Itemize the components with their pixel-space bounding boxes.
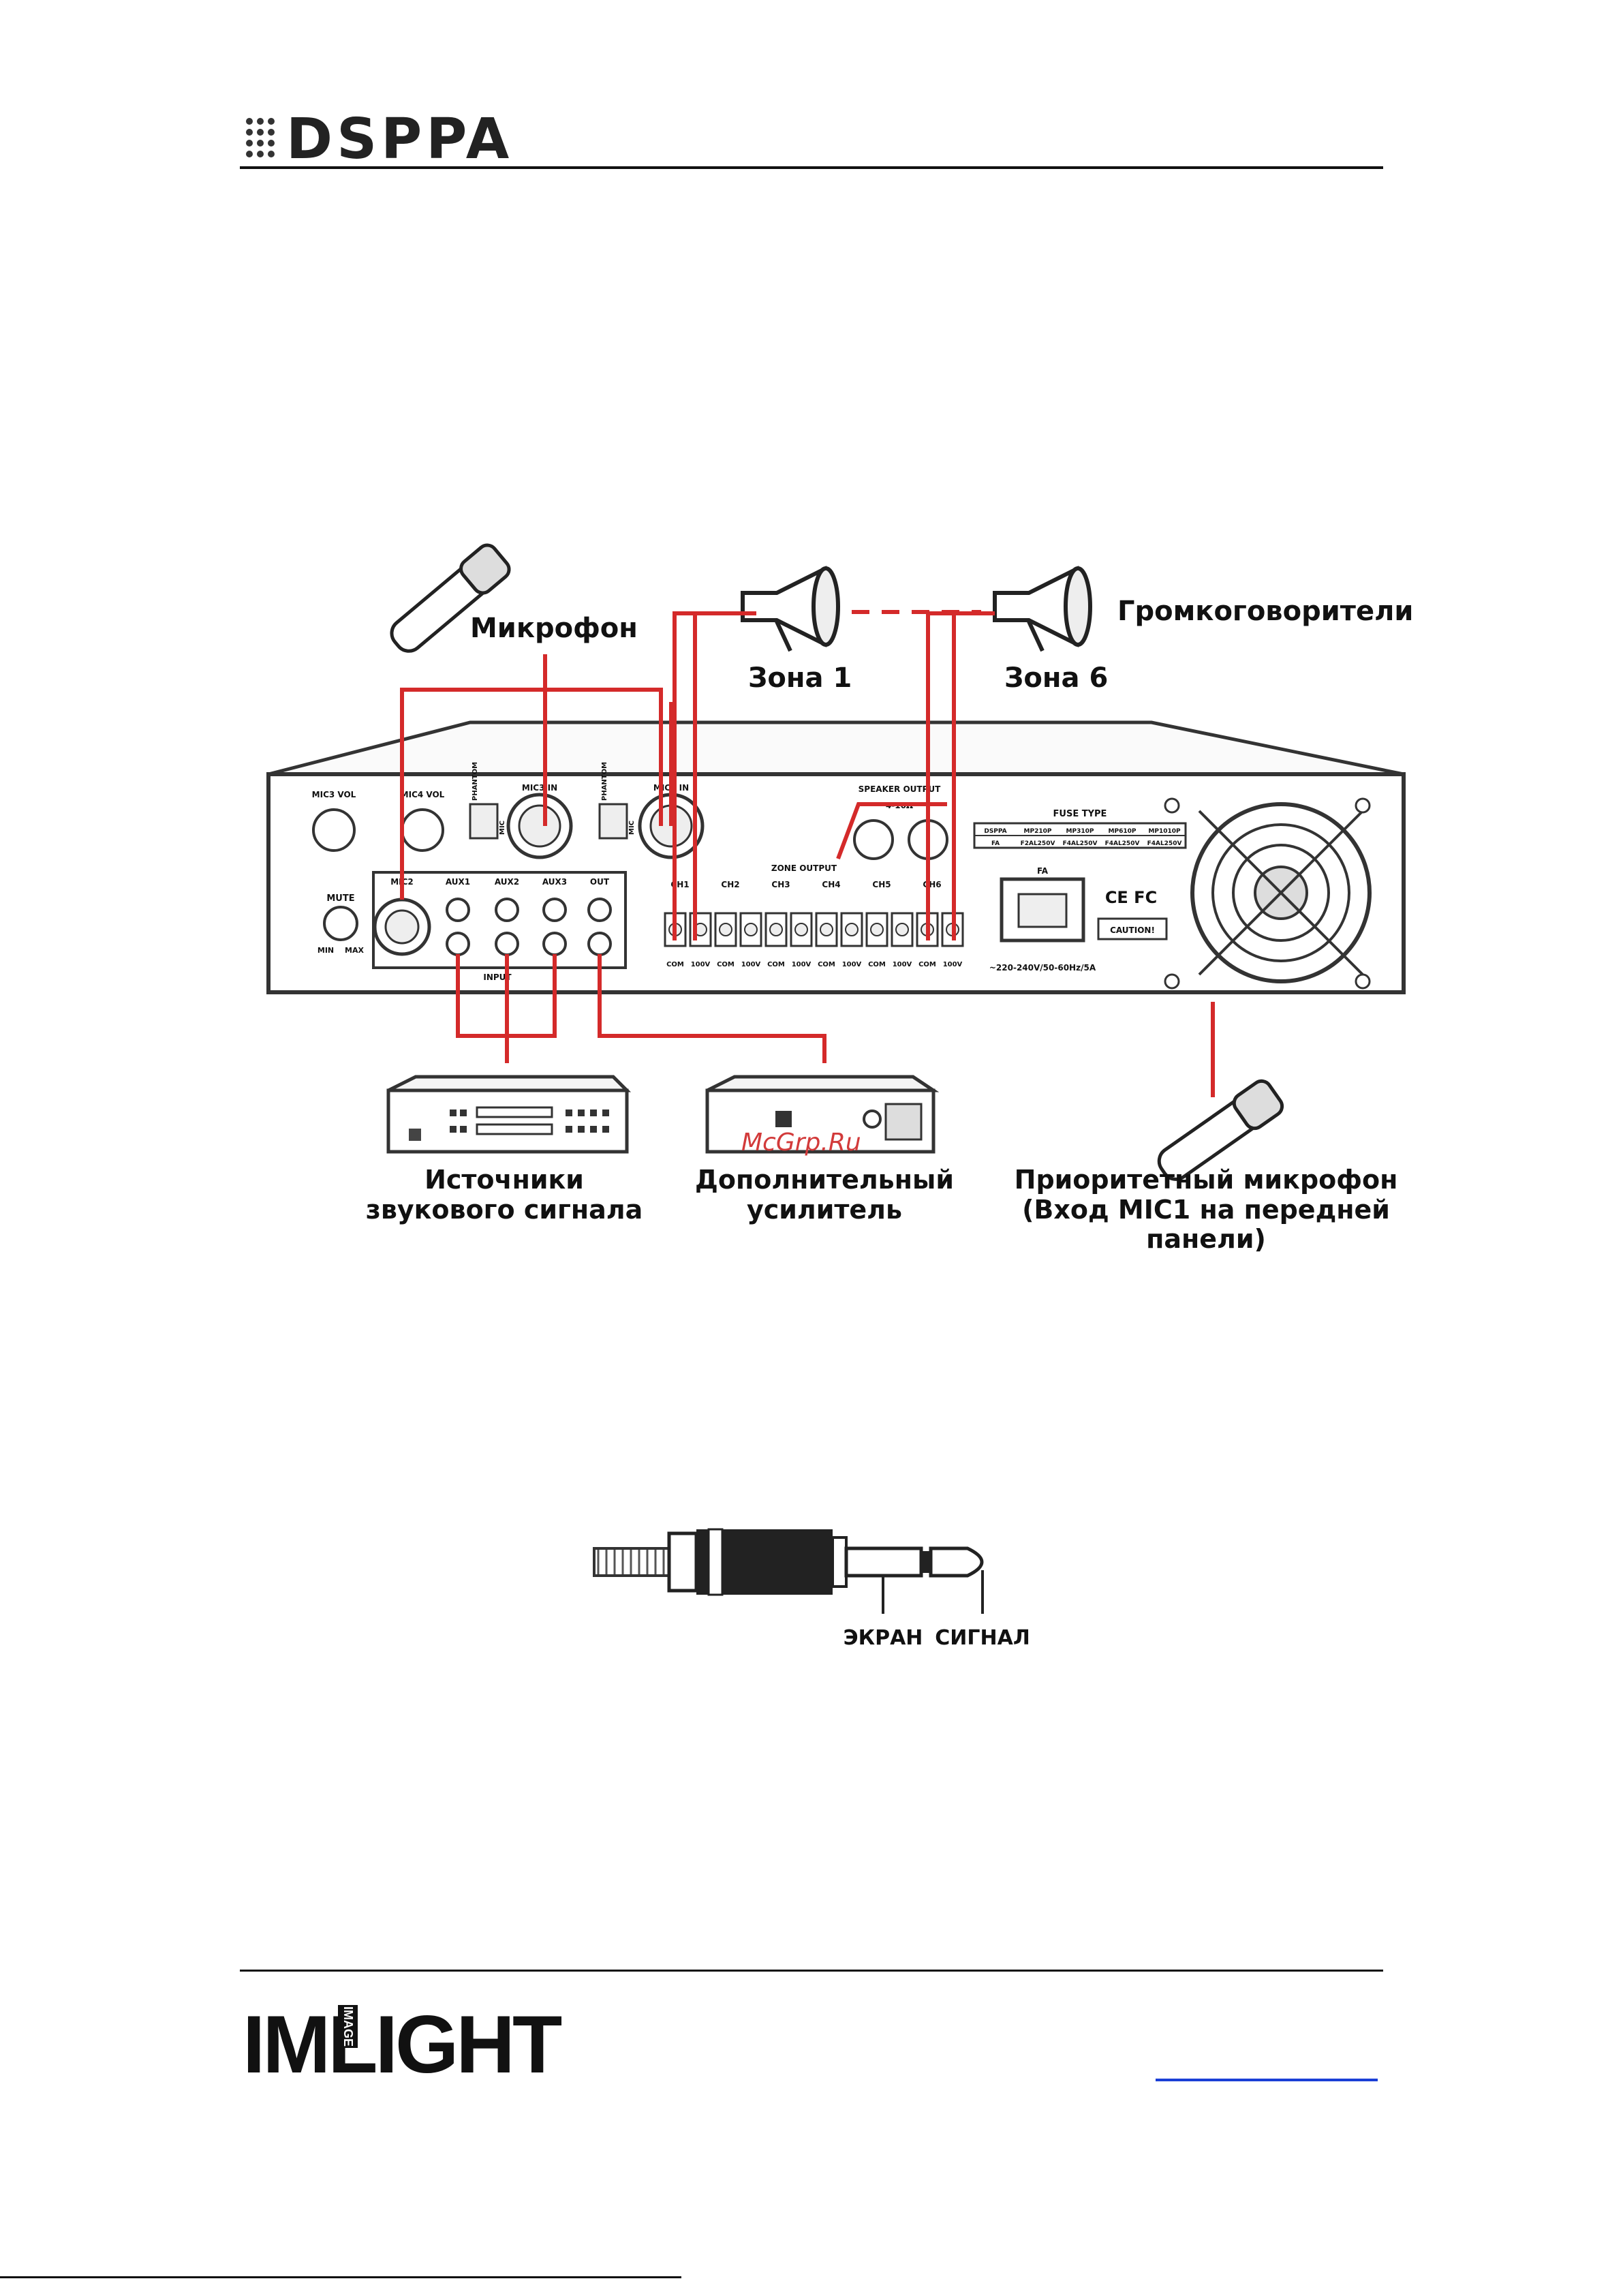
panel-aux1: AUX1 xyxy=(446,877,470,887)
label-zone6: Зона 6 xyxy=(1004,662,1108,694)
jack-label-signal: СИГНАЛ xyxy=(935,1626,1030,1650)
label-microphone: Микрофон xyxy=(470,613,638,644)
audio-source-device xyxy=(386,1075,632,1154)
panel-caution: CAUTION! xyxy=(1110,925,1155,935)
panel-mute: MUTE xyxy=(326,893,354,904)
panel-aux2: AUX2 xyxy=(495,877,519,887)
panel-terminal-label: 100V xyxy=(842,961,862,968)
label-zone1: Зона 1 xyxy=(748,662,852,694)
panel-out: OUT xyxy=(590,877,610,887)
panel-max: MAX xyxy=(345,946,364,955)
panel-channel-3: CH3 xyxy=(771,880,790,889)
panel-terminal-screw xyxy=(870,923,884,936)
panel-channel-4: CH4 xyxy=(822,880,840,889)
panel-terminal-label: 100V xyxy=(691,961,711,968)
panel-terminal-screw xyxy=(895,923,909,936)
panel-terminal-screw xyxy=(719,923,732,936)
speaker-zone1-icon xyxy=(741,566,840,652)
footer-rule xyxy=(240,1970,1383,1972)
panel-channel-5: CH5 xyxy=(872,880,891,889)
panel-fuse-cell: MP210P xyxy=(1024,828,1052,835)
panel-fuse-cell: MP1010P xyxy=(1148,828,1181,835)
panel-fuse-type: FUSE TYPE xyxy=(1053,809,1107,819)
additional-amplifier-device xyxy=(705,1075,940,1154)
panel-fuse-cell: F2AL250V xyxy=(1021,840,1055,847)
jack-plug-icon xyxy=(593,1528,984,1614)
panel-speaker-output: SPEAKER OUTPUT xyxy=(859,784,942,794)
panel-channel-6: CH6 xyxy=(923,880,941,889)
panel-terminal-label: 100V xyxy=(792,961,812,968)
panel-terminal-label: 100V xyxy=(741,961,761,968)
jack-plug-diagram: ЭКРАН СИГНАЛ xyxy=(593,1528,1030,1650)
panel-fuse-cell: MP310P xyxy=(1066,828,1094,835)
panel-terminal-screw xyxy=(845,923,859,936)
panel-zone-output: ZONE OUTPUT xyxy=(771,863,837,873)
microphone-icon xyxy=(390,543,511,653)
panel-fuse-cell: F4AL250V xyxy=(1063,840,1098,847)
imlight-logo: IMLIGHT xyxy=(243,2004,562,2085)
header-rule xyxy=(240,166,1383,169)
footer-link-underline[interactable] xyxy=(1156,2079,1378,2081)
label-sources-line1: Источники xyxy=(424,1165,584,1195)
panel-fuse-cell: FA xyxy=(991,840,1000,847)
label-sources-line2: звукового сигнала xyxy=(365,1194,643,1225)
label-priority-line1: Приоритетный микрофон xyxy=(1014,1165,1398,1195)
panel-cert: CE FC xyxy=(1105,888,1157,907)
bottom-edge-rule xyxy=(0,2276,681,2278)
panel-fuse-cell: MP610P xyxy=(1109,828,1137,835)
panel-mic-1: MIC xyxy=(499,821,506,835)
panel-min: MIN xyxy=(318,946,334,955)
panel-power: ~220-240V/50-60Hz/5A xyxy=(989,963,1096,973)
imlight-logo-sub: IMAGE xyxy=(338,2005,358,2049)
panel-fuse-cell: F4AL250V xyxy=(1105,840,1140,847)
label-sources: Источники звукового сигнала xyxy=(354,1165,654,1225)
label-amp-line2: усилитель xyxy=(746,1194,903,1225)
panel-fuse-cell: DSPPA xyxy=(984,828,1006,835)
wiring-diagram: Микрофон Громкоговорители Зона 1 Зона 6 … xyxy=(266,543,1413,1181)
panel-phantom-1: PHANTOM xyxy=(472,762,479,801)
watermark: McGrp.Ru xyxy=(741,1129,861,1157)
panel-mic4-vol: MIC4 VOL xyxy=(401,790,445,799)
panel-terminal-screw xyxy=(769,923,783,936)
label-amp-line1: Дополнительный xyxy=(695,1165,954,1195)
panel-fa: FA xyxy=(1037,866,1049,876)
jack-label-screen: ЭКРАН xyxy=(844,1626,923,1650)
panel-phantom-2: PHANTOM xyxy=(601,762,608,801)
imlight-logo-text: IMLIGHT xyxy=(243,1999,562,2090)
label-priority-line2: (Вход MIC1 на передней панели) xyxy=(1022,1194,1390,1255)
panel-terminal-label: COM xyxy=(918,961,936,968)
label-speakers: Громкоговорители xyxy=(1117,596,1413,627)
panel-fuse-cell: F4AL250V xyxy=(1147,840,1182,847)
label-priority-microphone: Приоритетный микрофон (Вход MIC1 на пере… xyxy=(974,1165,1438,1255)
panel-terminal-label: COM xyxy=(868,961,886,968)
panel-terminal-label: 100V xyxy=(943,961,963,968)
label-additional-amplifier: Дополнительный усилитель xyxy=(688,1165,961,1225)
panel-mic3-in: MIC3 IN xyxy=(522,783,557,793)
panel-terminal-label: COM xyxy=(666,961,684,968)
panel-mic-2: MIC xyxy=(628,821,636,835)
panel-terminal-label: COM xyxy=(767,961,785,968)
speaker-zone6-icon xyxy=(993,566,1092,652)
panel-terminal-screw xyxy=(744,923,758,936)
priority-microphone-icon xyxy=(1157,1079,1284,1181)
panel-terminal-screw xyxy=(820,923,833,936)
panel-channel-2: CH2 xyxy=(721,880,739,889)
panel-input: INPUT xyxy=(483,973,512,982)
panel-terminal-screw xyxy=(794,923,808,936)
panel-terminal-label: 100V xyxy=(893,961,912,968)
amplifier-rear-panel: MIC3 VOL MIC4 VOL MUTE MIN MAX PHANTOM P… xyxy=(266,720,1406,994)
wires xyxy=(400,611,1215,1097)
panel-aux3: AUX3 xyxy=(542,877,567,887)
panel-mic3-vol: MIC3 VOL xyxy=(312,790,356,799)
panel-terminal-label: COM xyxy=(818,961,835,968)
panel-terminal-label: COM xyxy=(717,961,735,968)
dsppa-logo-dots xyxy=(246,118,275,157)
brand-logo: DSPPA xyxy=(286,107,514,172)
